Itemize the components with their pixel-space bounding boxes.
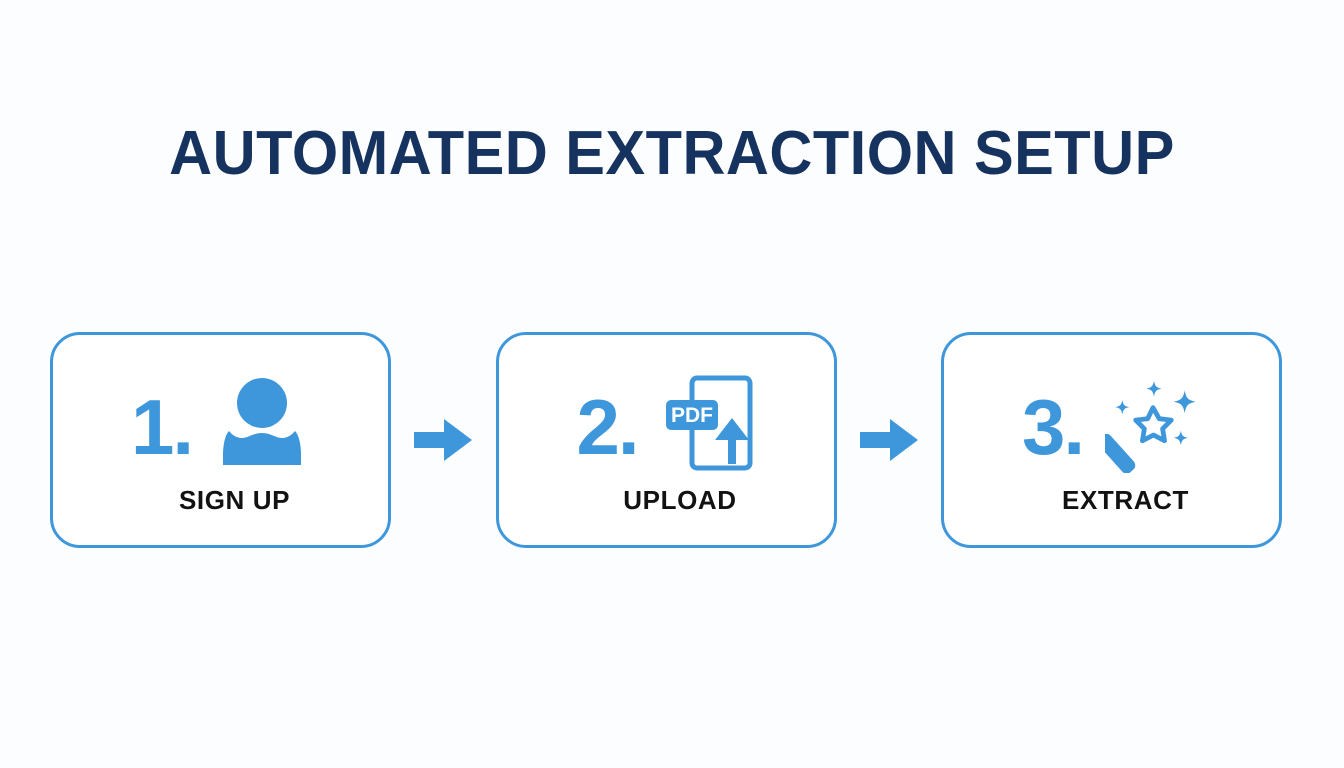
step-card-upload[interactable]: 2. PDF UPLOAD — [495, 332, 837, 548]
step-1-content: 1. — [53, 373, 388, 473]
step-card-extract[interactable]: 3. EXTRACT — [941, 332, 1282, 548]
step-1-label: SIGN UP — [178, 485, 291, 515]
step-2-number: 2. — [576, 383, 639, 471]
step-card-sign-up[interactable]: 1. SIGN UP — [50, 332, 391, 548]
magic-wand-icon — [1105, 373, 1201, 473]
step-3-number: 3. — [1021, 383, 1085, 471]
pdf-upload-icon: PDF — [660, 373, 756, 473]
step-2-label: UPLOAD — [623, 485, 737, 515]
pdf-badge-text: PDF — [671, 404, 713, 427]
user-icon — [214, 373, 310, 473]
step-2-content: 2. PDF — [499, 373, 834, 473]
step-3-content: 3. — [944, 373, 1279, 473]
process-flow: 1. SIGN UP 2. PDF — [50, 332, 1282, 548]
step-1-number: 1. — [130, 383, 194, 471]
step-3-label: EXTRACT — [1062, 485, 1189, 515]
page-title: AUTOMATED EXTRACTION SETUP — [169, 119, 1175, 188]
arrow-right-icon-1 — [412, 417, 474, 463]
arrow-right-icon-2 — [858, 417, 920, 463]
